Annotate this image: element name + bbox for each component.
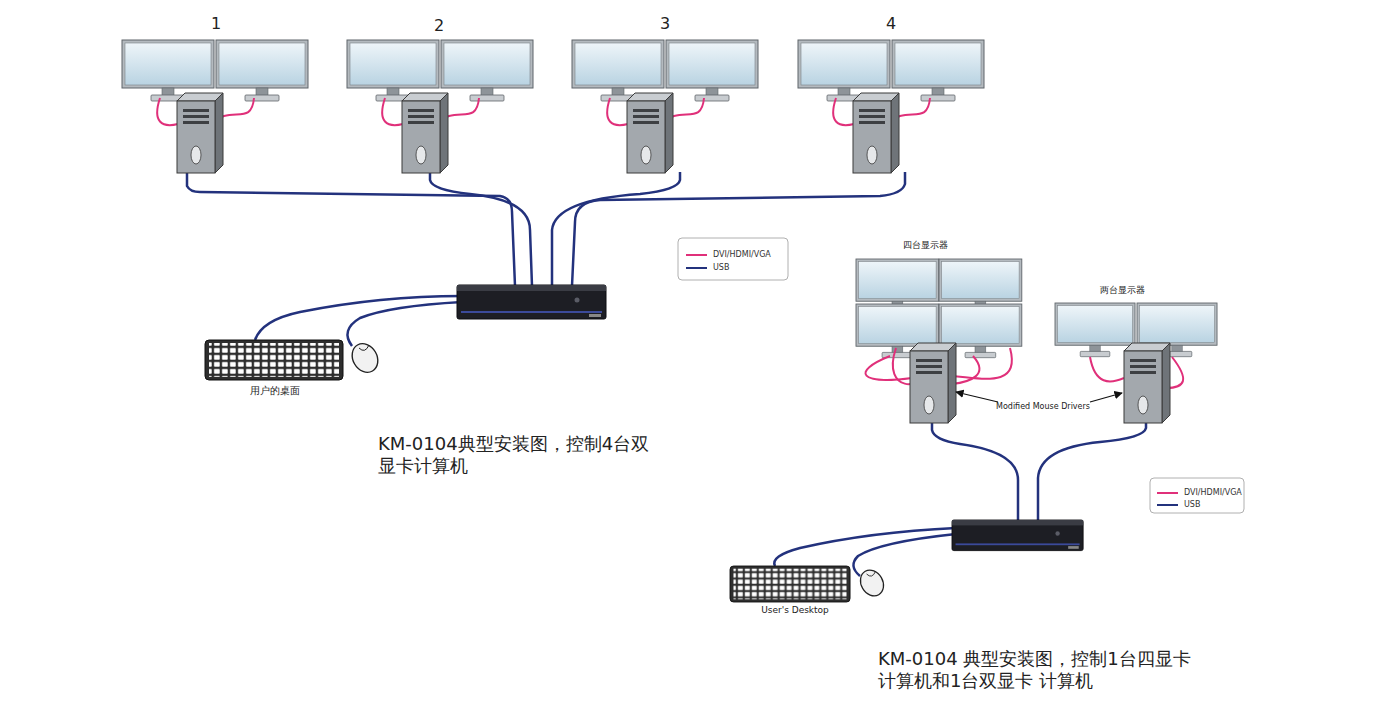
legend-entry: USB bbox=[686, 263, 729, 272]
caption: KM-0104 典型安装图，控制1台四显卡计算机和1台双显卡 计算机 bbox=[878, 648, 1208, 691]
dual-monitor-computer bbox=[347, 40, 533, 173]
callout-number: 1 bbox=[211, 14, 221, 33]
dual-monitor-computer bbox=[798, 40, 984, 173]
legend-text: DVI/HDMI/VGA bbox=[713, 250, 771, 259]
legend-entry: DVI/HDMI/VGA bbox=[1157, 488, 1242, 497]
leader-arrows bbox=[956, 392, 1122, 402]
legend-box bbox=[1150, 478, 1244, 513]
callout-number: 4 bbox=[886, 14, 896, 33]
group-heading: 四台显示器 bbox=[903, 240, 948, 251]
legend-text: DVI/HDMI/VGA bbox=[1184, 488, 1242, 497]
legend-swatch bbox=[1157, 492, 1178, 494]
callout-number: 3 bbox=[660, 14, 670, 33]
keyboard bbox=[205, 340, 343, 380]
quad-monitor-computer bbox=[856, 259, 1022, 423]
usb-cables-right bbox=[774, 421, 1146, 576]
dual-monitor-computer bbox=[572, 40, 758, 173]
caption: KM-0104典型安装图，控制4台双显卡计算机 bbox=[378, 433, 660, 476]
desk-label: 用户的桌面 bbox=[250, 385, 300, 397]
legend-entry: DVI/HDMI/VGA bbox=[686, 250, 771, 259]
callout-number: 2 bbox=[434, 16, 444, 35]
callout-note: Modified Mouse Drivers bbox=[996, 402, 1090, 412]
legend-swatch bbox=[686, 267, 707, 269]
legend-text: USB bbox=[713, 263, 729, 272]
kvm-switch bbox=[952, 520, 1083, 551]
kvm-switch bbox=[457, 285, 606, 319]
dual-monitor-computer bbox=[122, 40, 308, 173]
legend-entry: USB bbox=[1157, 500, 1200, 509]
legend-box bbox=[678, 238, 788, 280]
group-heading: 两台显示器 bbox=[1100, 285, 1145, 296]
mouse bbox=[856, 566, 888, 600]
keyboard bbox=[730, 566, 850, 602]
legend-swatch bbox=[1157, 504, 1178, 506]
legend-text: USB bbox=[1184, 500, 1200, 509]
desk-label: User's Desktop bbox=[761, 605, 829, 616]
usb-cables-top bbox=[187, 172, 905, 346]
legend-swatch bbox=[686, 254, 707, 256]
mouse bbox=[347, 339, 383, 377]
